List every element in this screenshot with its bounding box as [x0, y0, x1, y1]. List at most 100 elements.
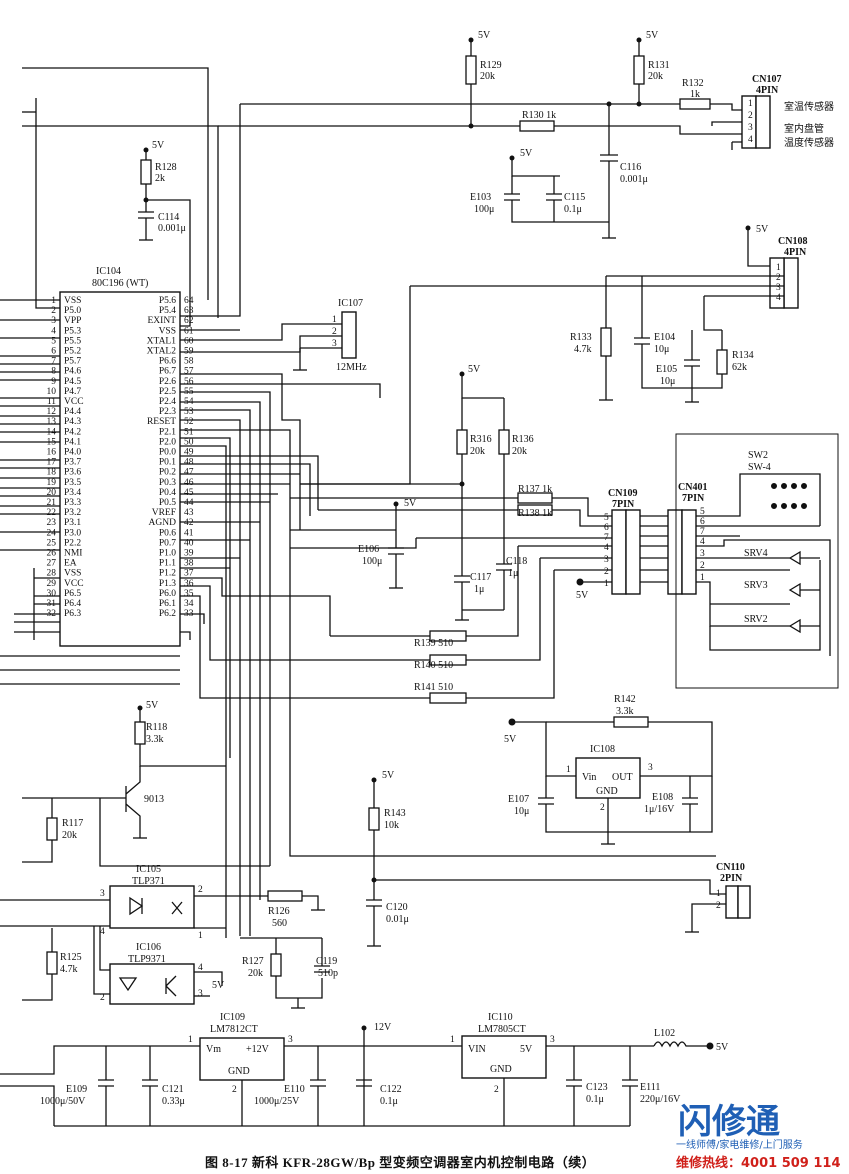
label-r143-value: 10k — [384, 820, 399, 831]
mcu-pin-name: VSS — [159, 326, 176, 336]
label-c115: C115 — [564, 192, 585, 203]
mcu-pin-number: 35 — [184, 589, 194, 599]
mcu-pin-name: P4.6 — [64, 367, 81, 377]
svg-text:4: 4 — [748, 135, 753, 145]
label-r136-value: 20k — [512, 446, 527, 457]
mcu-pin-name: VREF — [152, 508, 176, 518]
label-c115-value: 0.1μ — [564, 204, 582, 215]
svg-text:2: 2 — [332, 327, 337, 337]
label-e108: E108 — [652, 792, 673, 803]
mcu-pin-number: 53 — [184, 407, 194, 417]
mcu-pin-name: EA — [64, 559, 77, 569]
mcu-pin-name: P0.4 — [159, 488, 176, 498]
label-r130: R130 1k — [522, 110, 556, 121]
svg-text:3: 3 — [288, 1035, 293, 1045]
mcu-right-pins: 64P5.663P5.462EXINT61VSS60XTAL159XTAL258… — [147, 296, 194, 619]
mcu-pin-number: 45 — [184, 488, 194, 498]
label-r134-value: 62k — [732, 362, 747, 373]
mcu-pin-number: 38 — [184, 559, 194, 569]
svg-text:3: 3 — [700, 549, 705, 559]
mcu-pin-name: P0.6 — [159, 528, 176, 538]
svg-text:4: 4 — [198, 963, 203, 973]
power-supply — [0, 1025, 714, 1127]
svg-text:1: 1 — [566, 765, 571, 775]
label-r128: R128 — [155, 162, 177, 173]
mcu-pin-number: 21 — [47, 498, 57, 508]
label-r117-value: 20k — [62, 830, 77, 841]
mcu-pin-name: P5.2 — [64, 347, 81, 357]
label-c118: C118 — [506, 556, 527, 567]
label-cn110-pins: 2PIN — [720, 873, 743, 884]
label-c122-value: 0.1μ — [380, 1096, 398, 1107]
svg-text:3: 3 — [550, 1035, 555, 1045]
transistor-9013 — [22, 705, 270, 867]
label-5v-r316: 5V — [468, 364, 481, 375]
mcu-pin-number: 19 — [47, 478, 57, 488]
sensor-section — [22, 37, 771, 327]
svg-text:3: 3 — [776, 283, 781, 293]
label-r126: R126 — [268, 906, 290, 917]
label-c114: C114 — [158, 212, 179, 223]
mcu-pin-name: P4.3 — [64, 417, 81, 427]
label-e110: E110 — [284, 1084, 305, 1095]
mcu-pin-number: 11 — [47, 397, 56, 407]
label-sw4: SW-4 — [748, 462, 771, 473]
label-r129-value: 20k — [480, 71, 495, 82]
mcu-pin-name: P4.2 — [64, 427, 81, 437]
mcu-pin-name: P0.1 — [159, 458, 176, 468]
label-r133-value: 4.7k — [574, 344, 592, 355]
mcu-pin-name: VSS — [64, 569, 81, 579]
label-ic105-part: TLP371 — [132, 876, 165, 887]
label-cn401-pins: 7PIN — [682, 493, 705, 504]
mcu-pin-name: P6.6 — [159, 357, 176, 367]
label-r137: R137 1k — [518, 484, 552, 495]
label-c121-value: 0.33μ — [162, 1096, 185, 1107]
label-ic110-gnd: GND — [490, 1064, 512, 1075]
label-e103-value: 100μ — [474, 204, 494, 215]
label-r131: R131 — [648, 60, 670, 71]
divider-section — [290, 371, 612, 621]
label-cn107: CN107 — [752, 74, 781, 85]
label-r133: R133 — [570, 332, 592, 343]
label-cn108-pins: 4PIN — [784, 247, 807, 258]
label-r125-value: 4.7k — [60, 964, 78, 975]
mcu-pin-number: 61 — [184, 326, 194, 336]
mcu-pin-number: 51 — [184, 427, 194, 437]
label-r316-value: 20k — [470, 446, 485, 457]
label-r142-value: 3.3k — [616, 706, 634, 717]
svg-text:4: 4 — [700, 537, 705, 547]
label-srv2: SRV2 — [744, 614, 768, 625]
label-ic106: IC106 — [136, 942, 161, 953]
svg-text:3: 3 — [648, 763, 653, 773]
mcu-pin-name: P5.4 — [159, 306, 176, 316]
mcu-pin-number: 49 — [184, 448, 194, 458]
mcu-pin-number: 56 — [184, 377, 194, 387]
svg-text:5: 5 — [604, 513, 609, 523]
label-12v: 12V — [374, 1022, 392, 1033]
svg-text:1: 1 — [748, 99, 753, 109]
label-ic109-vm: Vm — [206, 1044, 221, 1055]
label-pipe-sensor-1: 室内盘管 — [784, 122, 824, 135]
mcu-pin-name: P4.7 — [64, 387, 81, 397]
mcu-pin-name: P1.3 — [159, 579, 176, 589]
label-l102: L102 — [654, 1028, 675, 1039]
label-ic108: IC108 — [590, 744, 615, 755]
svg-text:6: 6 — [700, 517, 705, 527]
svg-text:2: 2 — [494, 1085, 499, 1095]
label-r140: R140 510 — [414, 660, 453, 671]
label-5v-r128: 5V — [152, 140, 165, 151]
label-room-sensor: 室温传感器 — [784, 100, 834, 113]
mcu-pin-name: P2.5 — [159, 387, 176, 397]
svg-text:3: 3 — [198, 989, 203, 999]
svg-text:2: 2 — [700, 561, 705, 571]
label-c121: C121 — [162, 1084, 184, 1095]
label-ic104-part: 80C196 (WT) — [92, 278, 148, 289]
label-r118: R118 — [146, 722, 167, 733]
mcu-pin-number: 57 — [184, 367, 194, 377]
mcu-pin-number: 60 — [184, 336, 194, 346]
mcu-pin-name: P4.1 — [64, 437, 81, 447]
mcu-pin-name: P6.2 — [159, 609, 176, 619]
label-ic107-value: 12MHz — [336, 362, 367, 373]
label-r132-value: 1k — [690, 89, 700, 100]
